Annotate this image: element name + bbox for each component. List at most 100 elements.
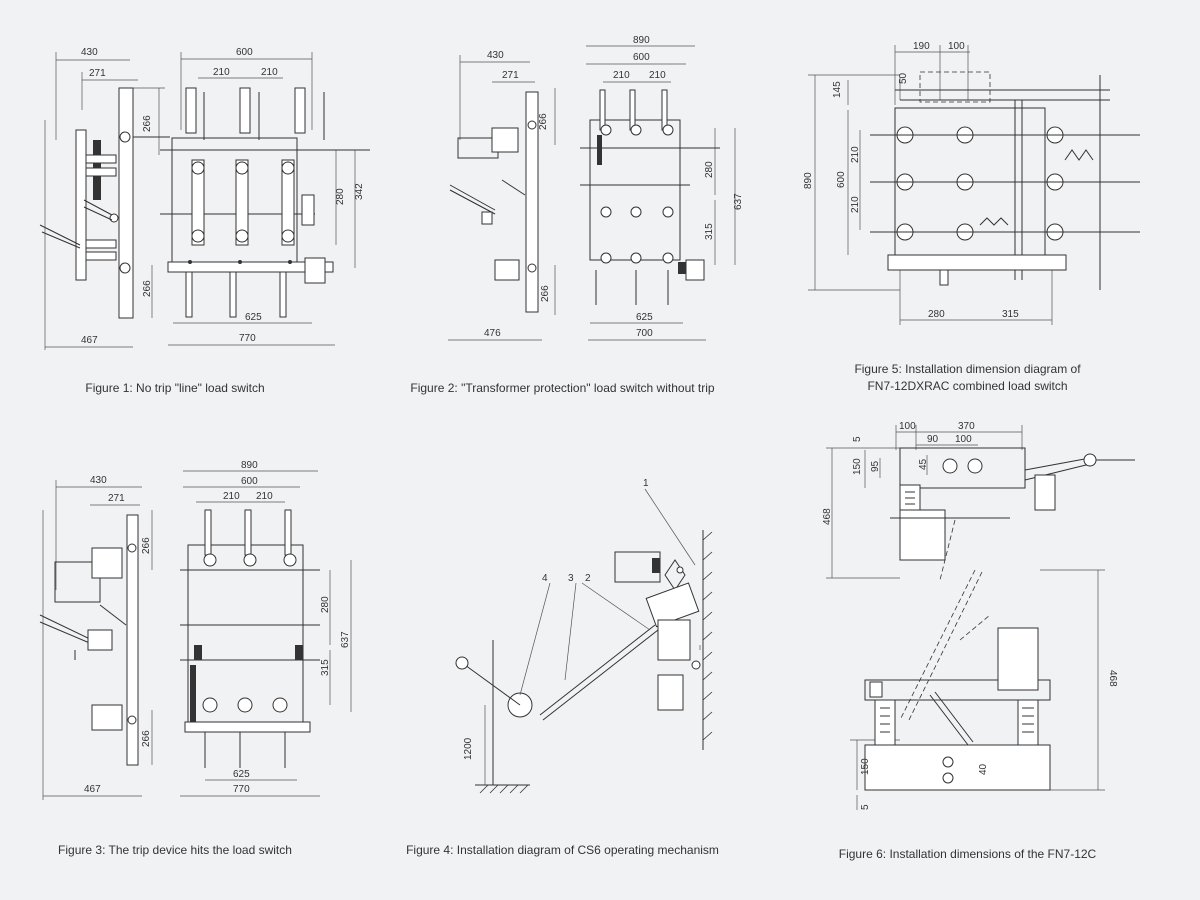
fig1-dim-210-a: 210: [213, 67, 230, 78]
fig1-dim-625: 625: [245, 312, 262, 323]
figure-5-drawing: 190 100 50 145 890 600 210 210 280 315: [803, 41, 1140, 325]
fig5-dim-890: 890: [803, 172, 814, 189]
fig6-dim-40: 40: [978, 763, 989, 775]
fig4-dim-1200: 1200: [463, 737, 474, 760]
fig2-dim-625: 625: [636, 312, 653, 323]
fig2-dim-315: 315: [704, 223, 715, 240]
fig1-dim-210-b: 210: [261, 67, 278, 78]
fig3-dim-315: 315: [320, 659, 331, 676]
fig1-dim-770: 770: [239, 333, 256, 344]
fig5-dim-315: 315: [1002, 309, 1019, 320]
fig5-dim-600: 600: [836, 171, 847, 188]
figure-4-drawing: 1 2 3 4 1200: [455, 478, 713, 794]
fig5-dim-145: 145: [832, 81, 843, 98]
fig6-dim-370: 370: [958, 421, 975, 432]
fig2-dim-266-top: 266: [538, 113, 549, 130]
fig3-dim-600: 600: [241, 476, 258, 487]
fig2-dim-271: 271: [502, 70, 519, 81]
figure-5-caption-line-2: FN7-12DXRAC combined load switch: [867, 379, 1068, 393]
fig5-dim-210-b: 210: [850, 196, 861, 213]
figure-2-drawing: 430 271 890 600 210 210 266 280 637 315 …: [448, 35, 744, 341]
fig6-top-assembly: [890, 447, 1135, 581]
fig2-dim-700: 700: [636, 328, 653, 339]
fig3-dim-266-top: 266: [141, 537, 152, 554]
fig4-callout-4: 4: [542, 573, 548, 584]
fig6-dimensions: [826, 425, 1105, 810]
fig1-dim-600: 600: [236, 47, 253, 58]
fig1-dim-266-top: 266: [142, 115, 153, 132]
fig3-dim-210-b: 210: [256, 491, 273, 502]
fig5-dim-190: 190: [913, 41, 930, 52]
fig2-dim-430: 430: [487, 50, 504, 61]
fig4-labels: 1 2 3 4 1200: [463, 478, 649, 760]
fig2-dim-890: 890: [633, 35, 650, 46]
fig2-front-view: [580, 89, 720, 305]
fig6-dim-100-b: 100: [955, 434, 972, 445]
fig3-dim-text: 430 271 890 600 210 210 266 280 637 315 …: [84, 460, 351, 795]
fig3-dim-770: 770: [233, 784, 250, 795]
fig6-dim-150-bot: 150: [860, 758, 871, 775]
fig1-dim-430: 430: [81, 47, 98, 58]
fig6-dim-5-top: 5: [852, 436, 863, 442]
fig2-dim-280: 280: [704, 161, 715, 178]
fig6-dim-100-a: 100: [899, 421, 916, 432]
fig3-dim-430: 430: [90, 475, 107, 486]
fig4-leaders: [484, 488, 696, 785]
fig6-dim-468-right: 468: [1107, 670, 1118, 687]
figure-6-caption: Figure 6: Installation dimensions of the…: [838, 847, 1097, 861]
fig1-dim-467: 467: [81, 335, 98, 346]
fig3-dim-266-bot: 266: [141, 730, 152, 747]
figure-1-drawing: 430 271 600 210 210 266 280 342 266 625 …: [39, 47, 370, 350]
fig6-dim-95: 95: [870, 460, 881, 472]
fig1-dim-271: 271: [89, 68, 106, 79]
fig4-wall: [475, 530, 713, 794]
fig3-front-view: [180, 509, 320, 768]
fig1-dim-266-bot: 266: [142, 280, 153, 297]
fig6-dim-45: 45: [918, 458, 929, 470]
fig4-mechanism: [455, 551, 701, 721]
fig5-dim-100: 100: [948, 41, 965, 52]
fig5-dim-text: 190 100 50 145 890 600 210 210 280 315: [803, 41, 1019, 320]
fig6-dim-468-left: 468: [822, 508, 833, 525]
fig3-dim-637: 637: [340, 631, 351, 648]
fig5-dim-280: 280: [928, 309, 945, 320]
fig1-front-view: [160, 87, 370, 318]
fig4-callout-3: 3: [568, 573, 574, 584]
fig1-dimensions: [44, 52, 356, 350]
figure-3-caption: Figure 3: The trip device hits the load …: [58, 843, 292, 857]
fig6-dim-150-top: 150: [852, 458, 863, 475]
fig2-dimensions: [448, 45, 736, 341]
fig3-dim-280: 280: [320, 596, 331, 613]
figure-6-drawing: 100 370 90 100 5 150 95 45 468 468 150 4…: [822, 421, 1135, 810]
fig5-dimensions: [808, 45, 1053, 325]
fig5-dim-210-a: 210: [850, 146, 861, 163]
fig6-bottom-assembly: [864, 627, 1051, 791]
fig2-dim-210-a: 210: [613, 70, 630, 81]
fig1-side-view: [39, 87, 170, 319]
fig6-dim-90: 90: [927, 434, 939, 445]
fig3-dim-890: 890: [241, 460, 258, 471]
fig4-callout-1: 1: [643, 478, 649, 489]
fig3-dim-467: 467: [84, 784, 101, 795]
figure-5-caption-line-1: Figure 5: Installation dimension diagram…: [854, 362, 1081, 376]
fig2-dim-266-bot: 266: [540, 285, 551, 302]
fig2-dim-476: 476: [484, 328, 501, 339]
fig1-dim-text: 430 271 600 210 210 266 280 342 266 625 …: [81, 47, 365, 346]
fig2-dim-text: 430 271 890 600 210 210 266 280 637 315 …: [484, 35, 744, 339]
fig3-dimensions: [42, 470, 352, 800]
figure-1-caption: Figure 1: No trip "line" load switch: [85, 381, 265, 395]
fig1-dim-342: 342: [354, 183, 365, 200]
figure-4-caption: Figure 4: Installation diagram of CS6 op…: [406, 843, 719, 857]
figure-2-caption: Figure 2: "Transformer protection" load …: [410, 381, 715, 395]
fig1-dim-280: 280: [335, 188, 346, 205]
fig3-dim-625: 625: [233, 769, 250, 780]
fig6-linkage: [899, 569, 991, 746]
fig3-dim-271: 271: [108, 493, 125, 504]
fig2-dim-600: 600: [633, 52, 650, 63]
fig6-dim-5-bot: 5: [860, 804, 871, 810]
fig2-side-view: [449, 91, 539, 313]
fig6-dim-text: 100 370 90 100 5 150 95 45 468 468 150 4…: [822, 421, 1118, 810]
figure-3-drawing: 430 271 890 600 210 210 266 280 637 315 …: [39, 460, 352, 800]
fig5-dim-50: 50: [898, 72, 909, 84]
